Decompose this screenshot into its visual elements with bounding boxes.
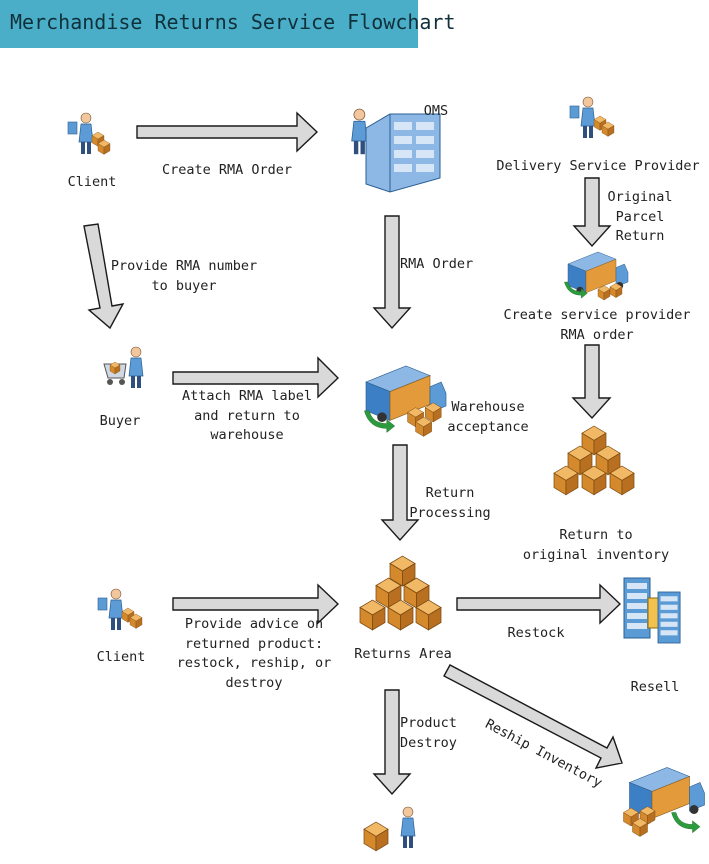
node-returns-area: Returns Area — [354, 646, 452, 662]
node-client-bottom: Client — [96, 649, 146, 665]
person-laptop-icon — [97, 588, 143, 631]
server-person-icon — [351, 108, 441, 193]
node-oms: OMS — [423, 103, 449, 119]
arrow-create-rma-order — [136, 111, 319, 153]
delivery-truck-icon — [623, 767, 705, 837]
edge-product-destroy: Product Destroy — [400, 715, 457, 751]
arrow-rma-order — [372, 215, 412, 330]
arrow-provide-rma-number — [83, 223, 125, 330]
server-rack-icon — [623, 577, 681, 644]
edge-attach-rma-label: Attach RMA label and return to warehouse — [182, 388, 313, 443]
delivery-truck-icon — [564, 251, 629, 301]
node-create-sp-rma: Create service provider RMA order — [503, 307, 691, 343]
page-title: Merchandise Returns Service Flowchart — [10, 10, 456, 34]
person-laptop-icon — [67, 112, 111, 155]
edge-create-rma-order: Create RMA Order — [161, 162, 293, 178]
arrow-original-parcel-return — [572, 177, 612, 248]
box-pile-icon — [359, 555, 442, 631]
arrow-restock — [456, 583, 622, 625]
edge-provide-rma-number: Provide RMA number to buyer — [110, 258, 258, 294]
edge-restock: Restock — [507, 625, 565, 641]
arrow-return-processing — [380, 444, 420, 542]
shopping-cart-person-icon — [103, 346, 144, 389]
arrow-sp-rma-to-inventory — [571, 344, 612, 420]
node-buyer: Buyer — [99, 413, 141, 429]
edge-return-processing: Return Processing — [409, 485, 491, 521]
box-pile-icon — [553, 425, 635, 496]
delivery-truck-icon — [364, 365, 447, 437]
arrow-reship-inventory — [443, 664, 623, 769]
arrow-attach-rma-label — [172, 356, 340, 399]
edge-rma-order: RMA Order — [400, 256, 474, 272]
edge-provide-advice: Provide advice on returned product: rest… — [176, 616, 332, 691]
arrow-provide-advice — [172, 583, 340, 625]
node-return-original-inventory: Return to original inventory — [522, 527, 670, 563]
node-delivery-provider: Delivery Service Provider — [496, 158, 700, 174]
arrow-product-destroy — [372, 689, 412, 796]
edge-original-parcel-return: Original Parcel Return — [607, 189, 673, 244]
title-banner: Merchandise Returns Service Flowchart — [0, 0, 456, 48]
node-client-top: Client — [67, 174, 117, 190]
person-box-icon — [363, 806, 416, 852]
node-resell: Resell — [630, 679, 680, 695]
person-laptop-icon — [569, 96, 615, 139]
node-warehouse-acceptance: Warehouse acceptance — [447, 399, 529, 435]
